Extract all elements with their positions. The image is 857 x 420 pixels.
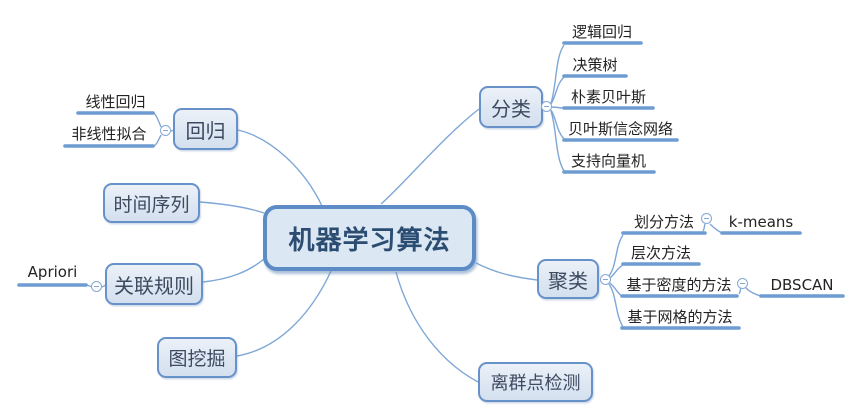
edge-center-classification bbox=[380, 108, 480, 205]
collapse-minus-icon-classification[interactable] bbox=[541, 101, 552, 112]
edge-center-timeseries bbox=[199, 201, 265, 214]
edge-classification-logistic bbox=[550, 44, 565, 104]
node-regression[interactable]: 回归 bbox=[173, 108, 238, 150]
edge-center-clustering bbox=[475, 262, 538, 281]
collapse-minus-icon-clustering[interactable] bbox=[600, 274, 611, 285]
node-classification[interactable]: 分类 bbox=[479, 86, 543, 128]
edge-clustering-hierarchical bbox=[609, 264, 624, 279]
edge-partition-kmeans-right bbox=[709, 223, 723, 234]
node-outlier-detection[interactable]: 离群点检测 bbox=[478, 362, 593, 402]
leaf-naive-bayes[interactable]: 朴素贝叶斯 bbox=[570, 88, 646, 106]
minus-glyph bbox=[163, 129, 168, 132]
edge-classification-svm bbox=[550, 110, 565, 172]
leaf-hierarchical-method[interactable]: 层次方法 bbox=[630, 244, 691, 262]
collapse-minus-icon-regression[interactable] bbox=[160, 125, 171, 136]
minus-glyph bbox=[603, 278, 608, 281]
edge-classification-nbayes bbox=[551, 106, 564, 109]
node-time-series[interactable]: 时间序列 bbox=[103, 183, 200, 223]
edge-clustering-partition bbox=[608, 234, 624, 277]
edge-density-dbscan-right bbox=[745, 287, 762, 297]
collapse-minus-icon-association[interactable] bbox=[91, 281, 102, 292]
edge-classification-dtree bbox=[550, 76, 565, 105]
leaf-grid-based-method[interactable]: 基于网格的方法 bbox=[627, 308, 733, 326]
edge-partition-kmeans-left bbox=[702, 223, 706, 232]
leaf-partition-method[interactable]: 划分方法 bbox=[633, 213, 694, 231]
edge-regression-linear bbox=[153, 112, 162, 128]
edge-classification-bayesnet bbox=[550, 109, 565, 140]
leaf-decision-tree[interactable]: 决策树 bbox=[572, 56, 618, 74]
leaf-bayesian-belief-network[interactable]: 贝叶斯信念网络 bbox=[567, 120, 673, 138]
edge-clustering-grid bbox=[608, 283, 624, 328]
leaf-apriori[interactable]: Apriori bbox=[27, 263, 78, 281]
collapse-minus-icon-density[interactable] bbox=[737, 278, 748, 289]
node-clustering[interactable]: 聚类 bbox=[537, 259, 599, 299]
leaf-density-based-method[interactable]: 基于密度的方法 bbox=[626, 276, 732, 294]
minus-glyph bbox=[94, 285, 99, 288]
node-center-topic[interactable]: 机器学习算法 bbox=[263, 205, 476, 271]
minus-glyph bbox=[704, 217, 709, 220]
minus-glyph bbox=[544, 105, 549, 108]
edge-center-graphmining bbox=[236, 270, 332, 357]
leaf-kmeans[interactable]: k-means bbox=[728, 213, 794, 231]
leaf-logistic-regression[interactable]: 逻辑回归 bbox=[571, 23, 632, 41]
edge-center-outlier bbox=[395, 271, 479, 383]
leaf-nonlinear-fitting[interactable]: 非线性拟合 bbox=[71, 125, 147, 143]
node-graph-mining[interactable]: 图挖掘 bbox=[157, 337, 237, 378]
leaf-support-vector-machine[interactable]: 支持向量机 bbox=[570, 152, 646, 170]
edge-center-association bbox=[202, 258, 265, 283]
minus-glyph bbox=[740, 282, 745, 285]
leaf-dbscan[interactable]: DBSCAN bbox=[770, 276, 834, 294]
leaf-linear-regression[interactable]: 线性回归 bbox=[85, 93, 146, 111]
edge-regression-nonlinear bbox=[153, 134, 162, 147]
collapse-minus-icon-partition[interactable] bbox=[701, 213, 712, 224]
node-association-rules[interactable]: 关联规则 bbox=[105, 263, 203, 305]
edge-center-regression bbox=[237, 129, 323, 207]
